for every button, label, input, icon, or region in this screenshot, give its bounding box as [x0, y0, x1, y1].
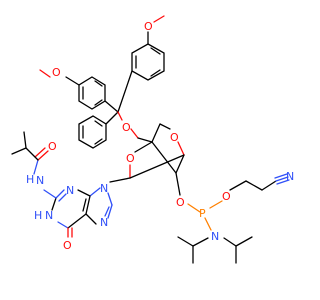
bond-c2-to-c3: [175, 154, 185, 174]
bond-c1-to-c2: [129, 154, 185, 179]
bond-c8-n7-double: [104, 206, 110, 217]
bond-c8-to-n7: [107, 204, 113, 219]
atom-o-carbonyl: O: [63, 239, 72, 252]
bond-c6-to-c5: [67, 213, 87, 229]
bond-p-to-o-cyanoethyl: [209, 200, 223, 209]
bond-c3-to-c4: [151, 141, 177, 174]
bonds: [11, 15, 290, 264]
bond-ipr-right-ch3-a: [235, 236, 253, 247]
bond-c5-to-o-top: [159, 123, 171, 130]
bond-trityl-to-aryl-left: [104, 100, 119, 113]
bond-amide-c-o-double: [34, 147, 46, 158]
bond-ch-to-ch3-b: [23, 131, 27, 149]
atom-n-purine-3: N: [66, 184, 74, 197]
bond-c1-to-n9: [109, 177, 131, 183]
bond-methoxy-right-o-ch3: [153, 15, 165, 23]
bond-trityl-to-aryl-right: [117, 70, 133, 113]
phenyl-ring: [78, 115, 107, 149]
bond-trityl-to-phenyl: [105, 111, 119, 125]
atom-n-purine-7: N: [100, 216, 108, 229]
atom-n-amine: N: [211, 230, 219, 243]
bond-n-to-ipr-right: [223, 237, 237, 247]
bond-c5-to-c4: [85, 195, 91, 215]
bond-n3-c2-double: [58, 193, 67, 202]
bond-n3-to-c2: [55, 189, 65, 199]
bond-c4-to-n9: [89, 187, 101, 197]
bond-aryl-top-left-double-3: [94, 99, 103, 106]
bond-n-amide-to-c-carbonyl: [33, 159, 39, 175]
bond-aryl-to-methoxy-left: [65, 76, 80, 86]
bond-p-to-n: [204, 217, 212, 231]
aryl-ring-top-right: [131, 43, 165, 81]
bond-cyanoethyl-3: [261, 180, 277, 191]
atom-o-methoxy-left: O: [52, 66, 61, 79]
bond-c3-to-o-phosphite: [175, 172, 181, 196]
bond-phenyl-double-2: [94, 120, 103, 127]
atom-nh-purine-h: H: [34, 209, 42, 222]
bond-trityl-to-ether-o: [117, 111, 123, 121]
bond-c5-c4-double: [82, 198, 87, 212]
atom-o-methoxy-right: O: [144, 20, 153, 33]
atom-p: P: [199, 207, 206, 220]
bond-amide-c-to-o: [37, 150, 49, 161]
bond-n-to-ipr-left: [192, 237, 209, 247]
bond-c2-to-n1: [51, 197, 57, 211]
bond-o-top-to-c2: [177, 141, 185, 156]
bond-ch-to-ch3-a: [11, 147, 27, 155]
bond-c2-to-n-amide: [43, 189, 57, 199]
bond-c4-to-o-ring: [134, 141, 153, 153]
bond-nitrile-triple-1: [275, 176, 289, 182]
bond-n9-to-c8: [107, 192, 113, 206]
atom-nh-amide: N: [36, 174, 44, 187]
bond-aryl-top-left-double-2: [94, 80, 103, 87]
atom-o-ring-left: O: [126, 152, 135, 165]
bond-ch2-to-c4: [137, 137, 153, 143]
bond-aryl-top-right-double-1: [150, 47, 161, 55]
atom-o-ring-top: O: [170, 131, 179, 144]
atom-o-cyanoethyl: O: [222, 190, 231, 203]
bond-methoxy-left-o-ch3: [39, 69, 51, 78]
bond-c4-to-c5: [151, 123, 161, 143]
atom-nh-purine: N: [45, 209, 53, 222]
bond-nitrile-triple-2: [274, 173, 288, 179]
molecule-structure-diagram: O O O O O O H N N N N H N O O P O N N: [11, 15, 294, 264]
atom-n-purine-9: N: [100, 182, 108, 195]
bond-n7-to-c5: [85, 213, 97, 225]
atom-o-ether: O: [122, 121, 131, 134]
bond-ipr-left-ch3-a: [177, 236, 194, 247]
atom-n-nitrile: N: [286, 170, 294, 183]
bond-aryl-top-right-double-2: [150, 69, 161, 77]
bond-cyanoethyl-2: [245, 180, 263, 191]
bond-cyanoethyl-1: [229, 180, 247, 191]
bond-amide-c-to-ch: [25, 147, 39, 161]
bond-ether-o-to-ch2: [130, 128, 139, 139]
atom-o-phosphite: O: [176, 196, 185, 209]
atom-labels: O O O O O O H N N N N H N O O P O N N: [26, 20, 294, 252]
bond-phenyl-double-3: [94, 138, 103, 145]
bond-o-to-p: [187, 203, 201, 213]
atom-nh-amide-h: H: [26, 173, 34, 186]
bond-nitrile-triple-3: [276, 179, 290, 185]
atom-o-amide: O: [48, 140, 57, 153]
bond-n1-to-c6: [57, 221, 69, 229]
bond-c4-to-n3: [77, 189, 91, 197]
